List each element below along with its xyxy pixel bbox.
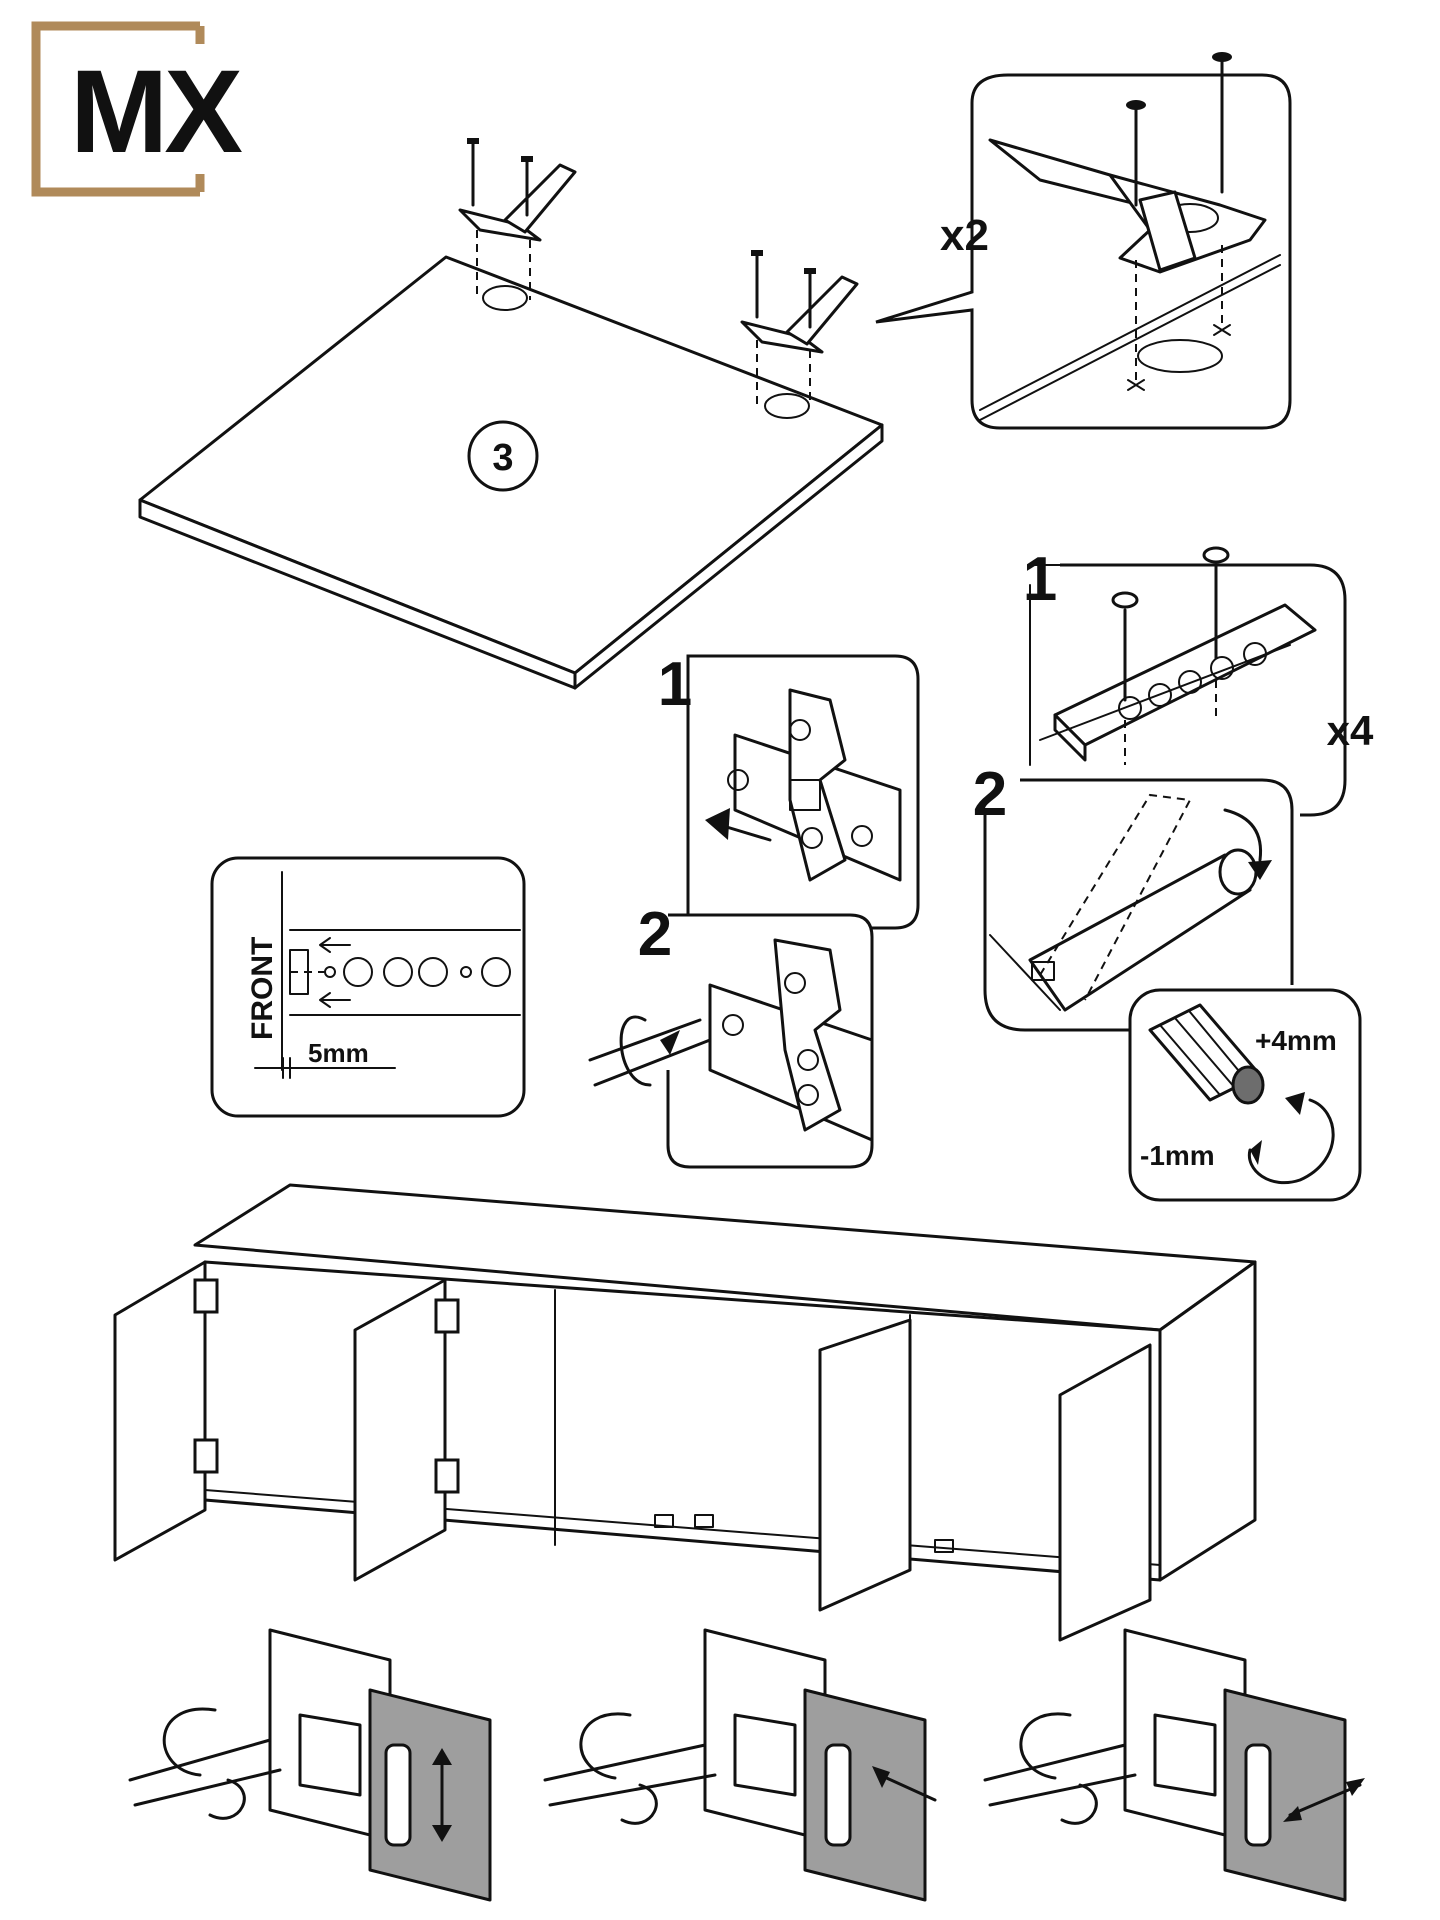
- door-4: [1058, 1343, 1152, 1642]
- door-1: [113, 1260, 207, 1562]
- latch-quantity: x4: [1327, 707, 1374, 754]
- hinge-right: [740, 250, 859, 354]
- adjust-horizontal: [543, 1628, 937, 1902]
- offset-label: 5mm: [308, 1038, 369, 1068]
- latch-step-1-panel: 1 x4: [1023, 545, 1374, 817]
- adjust-depth: [983, 1628, 1365, 1902]
- front-detail-panel: FRONT 5mm: [210, 856, 526, 1118]
- top-panel: 3: [138, 230, 884, 690]
- clip-step-2-panel: 2: [588, 900, 874, 1169]
- clip-step-1-panel: 1: [658, 650, 920, 930]
- latch-minus-label: -1mm: [1140, 1140, 1215, 1171]
- hinge-detail-callout: x2: [875, 52, 1292, 430]
- part-number: 3: [492, 437, 513, 479]
- front-label: FRONT: [246, 937, 279, 1040]
- hinge-quantity: x2: [940, 211, 989, 260]
- door-3: [818, 1318, 912, 1612]
- latch-plus-label: +4mm: [1255, 1025, 1337, 1056]
- door-2: [353, 1278, 447, 1582]
- adjust-vertical: [128, 1628, 492, 1902]
- clip-step-2-number: 2: [638, 900, 672, 969]
- hinge-left: [458, 138, 577, 242]
- clip-step-1-number: 1: [658, 650, 692, 719]
- cabinet-assembly: [113, 1183, 1257, 1642]
- latch-adjust-panel: +4mm -1mm: [1128, 988, 1362, 1202]
- latch-step-2-number: 2: [973, 760, 1007, 829]
- latch-step-2-panel: 2: [973, 760, 1294, 1032]
- latch-step-1-number: 1: [1023, 545, 1057, 614]
- brand-logo: MX: [31, 21, 246, 197]
- logo-text: MX: [70, 46, 242, 178]
- part-number-circle: [467, 420, 539, 492]
